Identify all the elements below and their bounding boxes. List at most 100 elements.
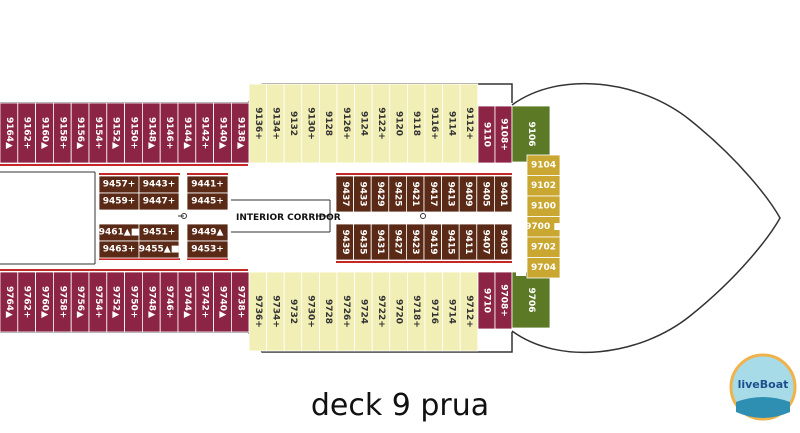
cabin-center[interactable]: 9409 [458,175,478,213]
cabin-top-outer[interactable]: 9152▲ [106,102,126,164]
cabin-top-suite[interactable]: 9118 [406,83,426,164]
cabin-bottom-outer[interactable]: 9738+ [230,271,250,333]
cabin-top-green[interactable]: 9106 [511,105,551,163]
cabin-center[interactable]: 9425 [388,175,407,213]
cabin-center[interactable]: 9439 [335,223,355,261]
cabin-gold[interactable]: 9102 [526,175,561,197]
cabin-top-suite[interactable]: 9130+ [301,83,320,164]
cabin-gold[interactable]: 9702 [526,236,561,258]
cabin-top-suite[interactable]: 9136+ [248,83,268,164]
cabin-gold[interactable]: 9700 ■ [525,216,562,238]
cabin-top-outer[interactable]: 9164▲ [0,102,19,164]
cabin-top-suite[interactable]: 9116+ [424,83,444,164]
cabin-center[interactable]: 9419 [423,223,443,261]
cabin-bottom-outer[interactable]: 9744▲ [177,271,197,333]
cabin-bottom-bow[interactable]: 9708+ [494,271,513,330]
cabin-top-outer[interactable]: 9154+ [88,102,108,164]
cabin-gold[interactable]: 9704 [526,257,561,279]
cabin-bottom-outer[interactable]: 9764▲ [0,271,19,333]
cabin-top-suite[interactable]: 9122+ [371,83,391,164]
cabin-inner[interactable]: 9449▲ [186,223,229,242]
cabin-inner[interactable]: 9443+ [138,175,180,194]
cabin-top-bow[interactable]: 9110 [477,105,496,164]
cabin-inner[interactable]: 9461▲■ [98,223,140,242]
cabin-bottom-suite[interactable]: 9726+ [336,271,356,352]
cabin-number: 9423 [410,229,420,254]
cabin-bottom-suite[interactable]: 9730+ [301,271,320,352]
cabin-top-outer[interactable]: 9156▲ [70,102,90,164]
cabin-bottom-suite[interactable]: 9722+ [371,271,391,352]
cabin-center[interactable]: 9403 [493,223,513,261]
cabin-top-suite[interactable]: 9112+ [459,83,479,164]
cabin-bottom-suite[interactable]: 9720 [389,271,408,352]
cabin-top-suite[interactable]: 9132 [283,83,303,164]
cabin-bottom-suite[interactable]: 9714 [442,271,461,352]
cabin-center[interactable]: 9433 [353,175,372,213]
cabin-top-outer[interactable]: 9146+ [159,102,179,164]
cabin-top-outer[interactable]: 9138▲ [230,102,250,164]
cabin-bottom-outer[interactable]: 9752▲ [106,271,126,333]
cabin-center[interactable]: 9423 [405,223,425,261]
cabin-top-bow[interactable]: 9108+ [494,105,513,164]
cabin-top-outer[interactable]: 9144▲ [177,102,197,164]
cabin-center[interactable]: 9401 [493,175,513,213]
cabin-bottom-suite[interactable]: 9716 [424,271,444,352]
cabin-center[interactable]: 9429 [370,175,390,213]
cabin-bottom-suite[interactable]: 9724 [354,271,373,352]
cabin-center[interactable]: 9405 [476,175,495,213]
cabin-bottom-suite[interactable]: 9732 [283,271,303,352]
cabin-gold[interactable]: 9100 [526,195,561,217]
cabin-center[interactable]: 9427 [388,223,407,261]
cabin-bottom-outer[interactable]: 9740▲ [213,271,232,333]
cabin-top-outer[interactable]: 9142+ [195,102,215,164]
cabin-center[interactable]: 9411 [458,223,478,261]
cabin-inner[interactable]: 9453+ [186,240,229,259]
cabin-inner[interactable]: 9463+ [98,240,140,259]
cabin-top-outer[interactable]: 9140▲ [213,102,232,164]
cabin-bottom-outer[interactable]: 9748▲ [141,271,161,333]
cabin-center[interactable]: 9417 [423,175,443,213]
cabin-bottom-outer[interactable]: 9750+ [124,271,143,333]
cabin-center[interactable]: 9421 [405,175,425,213]
cabin-top-outer[interactable]: 9162+ [17,102,36,164]
cabin-bottom-green[interactable]: 9706 [511,271,551,329]
cabin-inner[interactable]: 9451+ [138,223,180,242]
cabin-top-outer[interactable]: 9150+ [124,102,143,164]
cabin-inner[interactable]: 9455▲■ [138,240,180,259]
cabin-inner[interactable]: 9447+ [138,192,180,211]
cabin-center[interactable]: 9407 [476,223,495,261]
cabin-bottom-suite[interactable]: 9728 [318,271,338,352]
cabin-top-suite[interactable]: 9128 [318,83,338,164]
cabin-bottom-suite[interactable]: 9718+ [406,271,426,352]
cabin-top-outer[interactable]: 9148▲ [141,102,161,164]
cabin-number: 9431 [375,229,385,254]
cabin-bottom-outer[interactable]: 9760▲ [35,271,54,333]
cabin-top-outer[interactable]: 9158+ [53,102,72,164]
cabin-bottom-outer[interactable]: 9756▲ [70,271,90,333]
cabin-center[interactable]: 9431 [370,223,390,261]
cabin-bottom-suite[interactable]: 9712+ [459,271,479,352]
cabin-top-suite[interactable]: 9126+ [336,83,356,164]
cabin-top-outer[interactable]: 9160▲ [35,102,54,164]
cabin-center[interactable]: 9415 [441,223,460,261]
cabin-bottom-outer[interactable]: 9754+ [88,271,108,333]
cabin-inner[interactable]: 9457+ [98,175,140,194]
cabin-bottom-outer[interactable]: 9762+ [17,271,36,333]
cabin-top-suite[interactable]: 9120 [389,83,408,164]
cabin-bottom-outer[interactable]: 9742+ [195,271,215,333]
cabin-inner[interactable]: 9445+ [186,192,229,211]
cabin-bottom-bow[interactable]: 9710 [477,271,496,330]
cabin-inner[interactable]: 9459+ [98,192,140,211]
cabin-bottom-suite[interactable]: 9736+ [248,271,268,352]
cabin-bottom-outer[interactable]: 9746+ [159,271,179,333]
cabin-center[interactable]: 9435 [353,223,372,261]
cabin-bottom-suite[interactable]: 9734+ [266,271,285,352]
cabin-gold[interactable]: 9104 [526,154,561,176]
cabin-top-suite[interactable]: 9114 [442,83,461,164]
cabin-inner[interactable]: 9441+ [186,175,229,194]
cabin-top-suite[interactable]: 9134+ [266,83,285,164]
cabin-center[interactable]: 9413 [441,175,460,213]
cabin-center[interactable]: 9437 [335,175,355,213]
cabin-bottom-outer[interactable]: 9758+ [53,271,72,333]
cabin-top-suite[interactable]: 9124 [354,83,373,164]
